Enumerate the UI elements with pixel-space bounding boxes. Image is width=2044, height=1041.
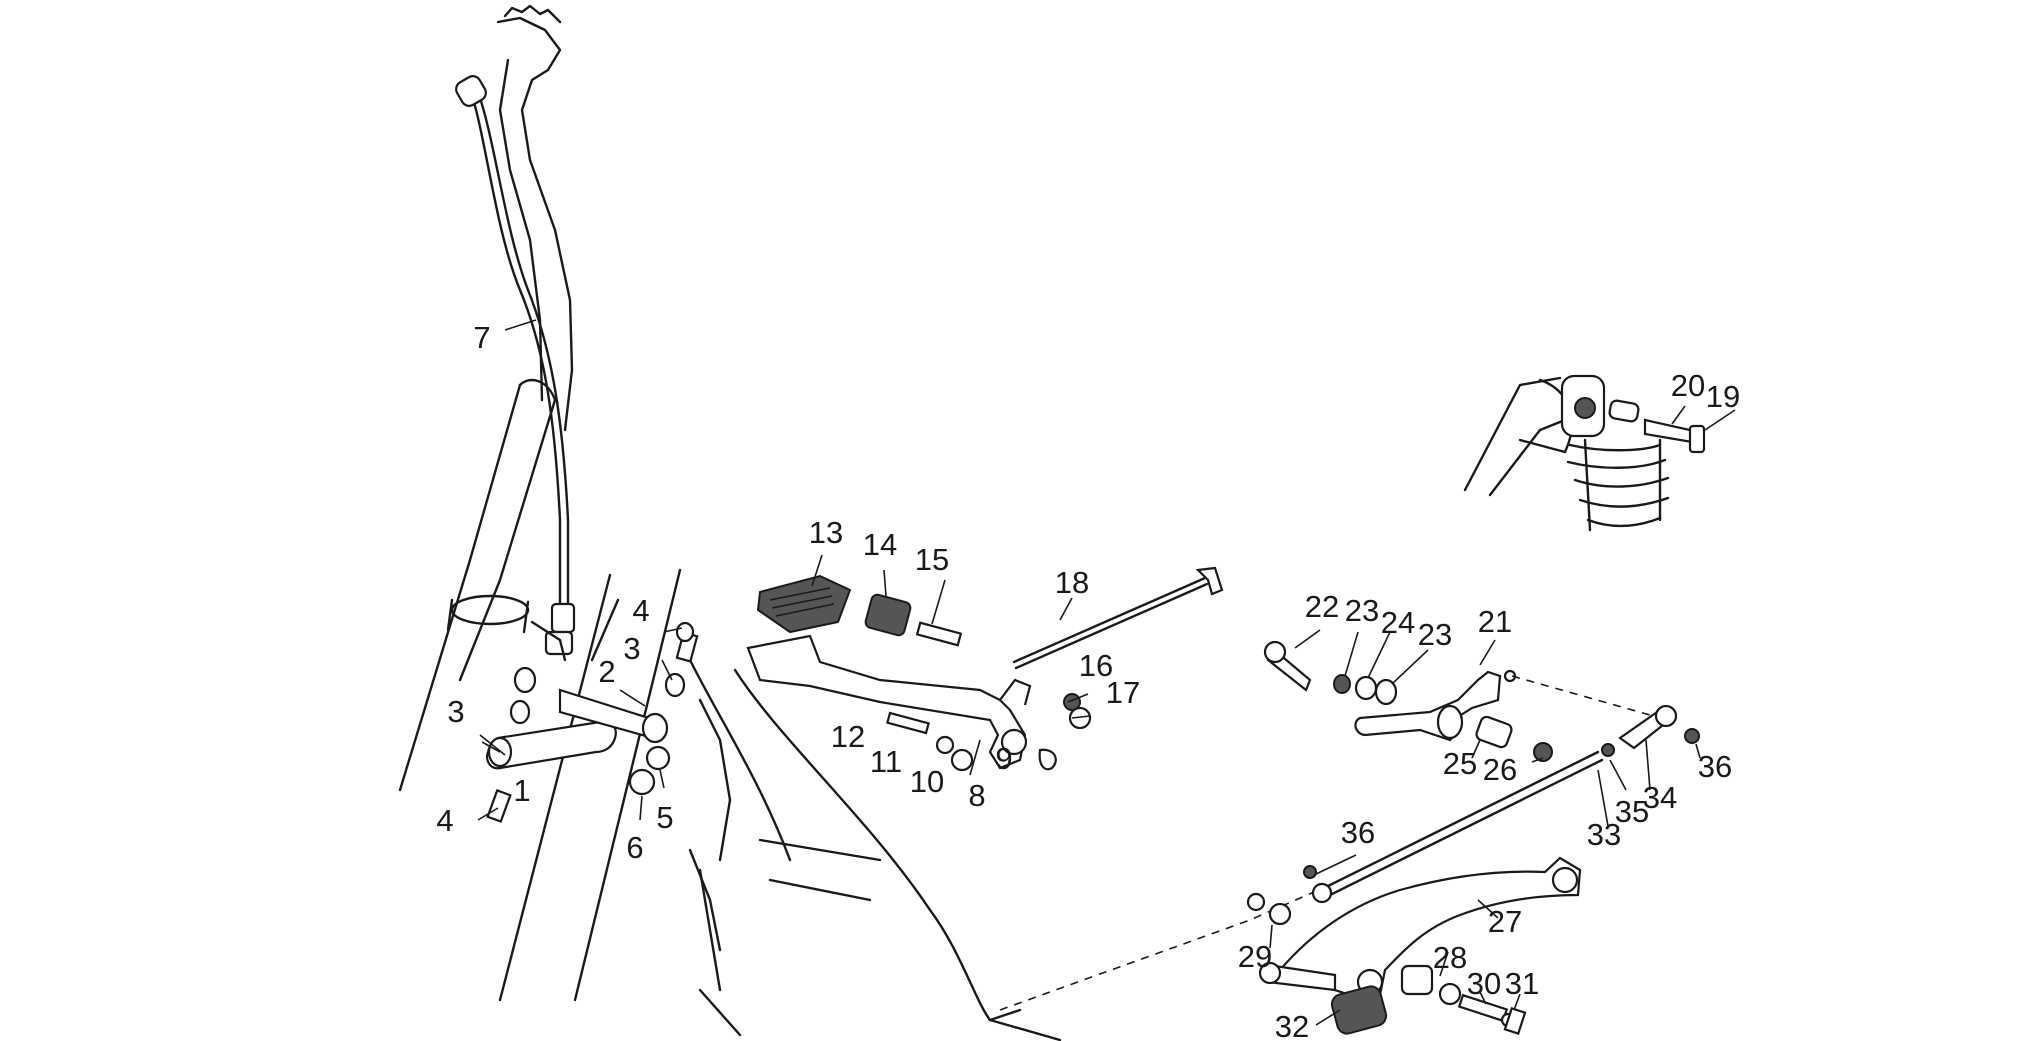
callout-34: 34 bbox=[1643, 780, 1677, 815]
callout-3: 3 bbox=[447, 694, 464, 729]
callout-15: 15 bbox=[915, 542, 949, 577]
callout-2: 2 bbox=[598, 654, 615, 689]
callout-24: 24 bbox=[1381, 605, 1415, 640]
callout-14: 14 bbox=[863, 527, 897, 562]
callout-18: 18 bbox=[1055, 565, 1089, 600]
leader-lines bbox=[477, 319, 1736, 1026]
linkage-left bbox=[486, 620, 699, 823]
frame-outline bbox=[398, 4, 1574, 1041]
callout-6: 6 bbox=[626, 830, 643, 865]
callout-23: 23 bbox=[1418, 617, 1452, 652]
callout-10: 10 bbox=[910, 764, 944, 799]
callout-23: 23 bbox=[1345, 593, 1379, 628]
callout-32: 32 bbox=[1275, 1009, 1309, 1041]
cable-7 bbox=[455, 75, 576, 656]
callout-29: 29 bbox=[1238, 939, 1272, 974]
callout-31: 31 bbox=[1505, 966, 1539, 1001]
callout-4: 4 bbox=[436, 803, 453, 838]
callout-20: 20 bbox=[1671, 368, 1705, 403]
callout-8: 8 bbox=[968, 778, 985, 813]
rear-linkage bbox=[1246, 704, 1700, 1036]
callout-21: 21 bbox=[1478, 604, 1512, 639]
callout-11: 11 bbox=[870, 744, 902, 779]
callout-1: 1 bbox=[513, 773, 530, 808]
callout-36: 36 bbox=[1698, 749, 1732, 784]
brake-pedal bbox=[746, 566, 1224, 776]
callout-27: 27 bbox=[1488, 904, 1522, 939]
callout-17: 17 bbox=[1106, 675, 1140, 710]
callout-13: 13 bbox=[809, 515, 843, 550]
callout-labels: 1 2 3 3 4 4 5 6 7 8 9 10 11 12 13 14 15 … bbox=[436, 320, 1740, 1041]
callout-7: 7 bbox=[473, 320, 490, 355]
callout-19: 19 bbox=[1706, 379, 1740, 414]
shock-absorber bbox=[1560, 374, 1706, 532]
callout-25: 25 bbox=[1443, 746, 1477, 781]
callout-16: 16 bbox=[1079, 648, 1113, 683]
lever-assembly bbox=[1263, 640, 1651, 762]
callout-4: 4 bbox=[632, 593, 649, 628]
callout-22: 22 bbox=[1305, 589, 1339, 624]
callout-12: 12 bbox=[831, 719, 865, 754]
callout-26: 26 bbox=[1483, 752, 1517, 787]
callout-35: 35 bbox=[1615, 794, 1649, 829]
callout-28: 28 bbox=[1433, 940, 1467, 975]
callout-9: 9 bbox=[995, 741, 1012, 776]
callout-33: 33 bbox=[1587, 817, 1621, 852]
callout-30: 30 bbox=[1467, 966, 1501, 1001]
callout-5: 5 bbox=[656, 800, 673, 835]
callout-36: 36 bbox=[1341, 815, 1375, 850]
callout-3: 3 bbox=[623, 631, 640, 666]
